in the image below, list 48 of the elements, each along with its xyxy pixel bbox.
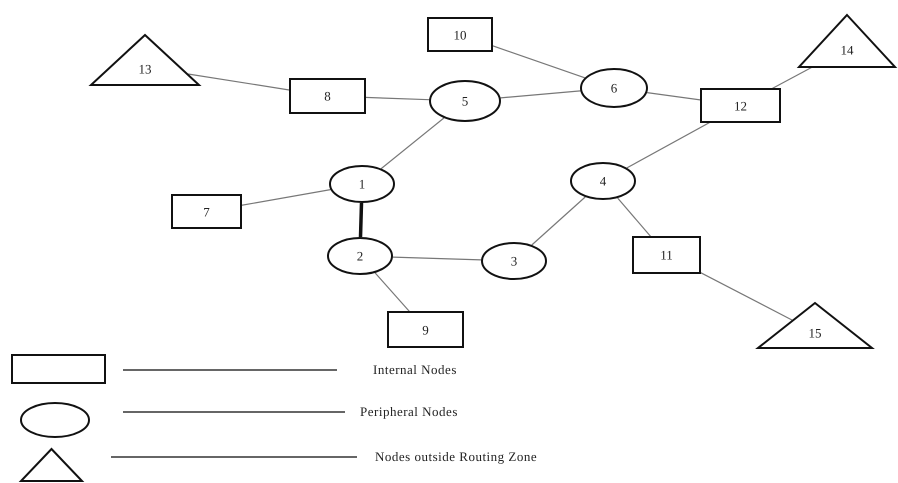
legend-text: Internal Nodes [373, 362, 457, 377]
node-number: 4 [600, 174, 606, 188]
node-number: 9 [422, 322, 429, 337]
connector-line [617, 198, 652, 238]
node-number: 12 [734, 98, 747, 113]
node-number: 13 [138, 61, 152, 76]
legend-text: Peripheral Nodes [360, 404, 458, 419]
connector-line [626, 121, 711, 168]
peripheral-node-ellipse [580, 68, 648, 108]
internal-node-box [701, 89, 780, 122]
internal-node-box [290, 79, 365, 113]
node-number: 3 [510, 254, 518, 268]
connector-line [531, 196, 586, 246]
connector-line [647, 92, 702, 101]
connector-line [358, 202, 364, 238]
node-number: 8 [324, 88, 331, 104]
outside-zone-triangle [798, 14, 896, 67]
connector-line [500, 90, 580, 98]
node-number: 2 [356, 248, 364, 264]
peripheral-node-ellipse [429, 80, 501, 122]
node-number: 5 [462, 94, 468, 108]
connector-line [492, 45, 585, 78]
connector-line [374, 272, 410, 312]
connector-line [771, 66, 813, 90]
connector-line [392, 256, 482, 260]
outside-zone-triangle [757, 302, 873, 348]
internal-node-box [172, 195, 241, 228]
internal-node-box [388, 312, 463, 347]
peripheral-node-ellipse [481, 242, 547, 280]
legend-text: Nodes outside Routing Zone [375, 449, 538, 464]
node-number: 14 [840, 42, 854, 58]
peripheral-node-ellipse [570, 162, 636, 200]
peripheral-node-ellipse [329, 165, 395, 203]
node-number: 7 [203, 204, 210, 219]
node-number: 6 [610, 80, 618, 96]
connector-line [188, 73, 290, 91]
internal-node-box [633, 237, 700, 273]
connector-line [380, 118, 444, 170]
connector-line [240, 189, 331, 206]
internal-node-box [428, 18, 492, 51]
connector-line [364, 96, 430, 100]
outside-zone-triangle [90, 34, 200, 85]
node-number: 10 [454, 27, 466, 42]
node-number: 15 [808, 326, 822, 341]
node-number: 1 [358, 176, 366, 192]
node-number: 11 [660, 248, 673, 262]
connector-line [700, 272, 792, 321]
peripheral-node-ellipse [327, 237, 393, 275]
